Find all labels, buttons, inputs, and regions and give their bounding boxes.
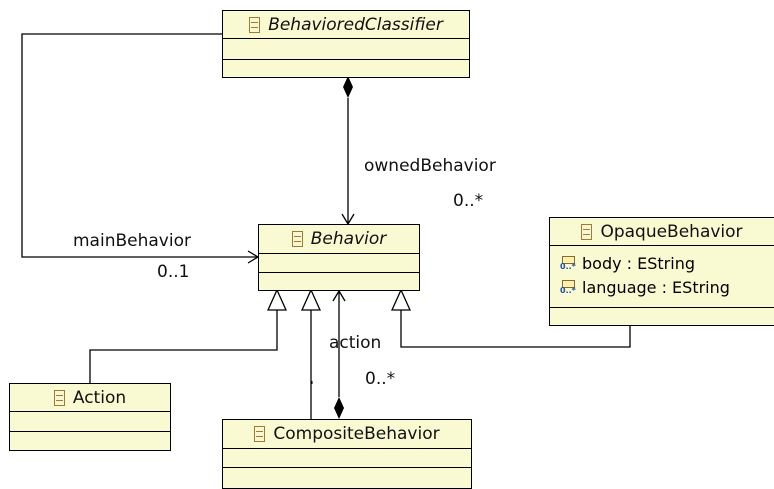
- class-icon: [291, 231, 303, 247]
- generalization-triangle: [266, 288, 288, 311]
- class-behavior[interactable]: Behavior: [258, 224, 420, 291]
- attributes-compartment: [223, 39, 469, 60]
- generalization-triangle: [300, 288, 322, 311]
- attribute-body[interactable]: 0..* body : EString: [550, 251, 774, 275]
- class-opaque-behavior[interactable]: OpaqueBehavior 0..* body : EString 0..* …: [549, 217, 774, 326]
- class-icon: [254, 426, 266, 442]
- attribute-label: body : EString: [582, 253, 695, 273]
- action-generalization[interactable]: [89, 288, 288, 383]
- owned-behavior-multiplicity: 0..*: [453, 191, 484, 211]
- operations-compartment: [223, 60, 469, 79]
- generalization-triangle: [390, 288, 412, 311]
- attribute-label: language : EString: [582, 277, 730, 297]
- attributes-compartment: [10, 412, 170, 432]
- attributes-compartment: [259, 254, 419, 273]
- navigation-arrowhead: [332, 289, 346, 302]
- composition-diamond: [343, 76, 353, 98]
- class-behaviored-classifier[interactable]: BehavioredClassifier: [222, 10, 470, 78]
- class-name: OpaqueBehavior: [600, 221, 743, 242]
- class-icon: [53, 389, 65, 406]
- attribute-icon: 0..*: [560, 279, 578, 295]
- class-name: Behavior: [310, 229, 387, 249]
- class-action[interactable]: Action: [9, 383, 171, 451]
- owned-behavior-role-label: ownedBehavior: [364, 156, 496, 176]
- attribute-language[interactable]: 0..* language : EString: [550, 275, 774, 299]
- class-name: Action: [72, 387, 127, 408]
- class-icon: [249, 16, 261, 33]
- operations-compartment: [550, 308, 774, 326]
- operations-compartment: [10, 432, 170, 452]
- main-behavior-multiplicity: 0..1: [157, 262, 190, 282]
- attributes-compartment: 0..* body : EString 0..* language : EStr…: [550, 246, 774, 308]
- operations-compartment: [259, 273, 419, 292]
- attribute-icon: 0..*: [560, 255, 578, 271]
- class-composite-behavior[interactable]: CompositeBehavior: [222, 419, 472, 489]
- composite-generalization[interactable]: [300, 288, 322, 419]
- attributes-compartment: [223, 449, 471, 468]
- opaque-generalization[interactable]: [390, 288, 631, 348]
- main-behavior-role-label: mainBehavior: [73, 231, 191, 251]
- action-multiplicity: 0..*: [365, 369, 396, 389]
- class-name: BehavioredClassifier: [268, 14, 443, 35]
- class-name: CompositeBehavior: [273, 424, 440, 444]
- action-role-label: action: [329, 333, 382, 353]
- class-icon: [581, 223, 593, 240]
- operations-compartment: [223, 468, 471, 488]
- owned-behavior-association[interactable]: [341, 76, 355, 226]
- action-association[interactable]: [332, 289, 346, 419]
- composition-diamond: [334, 397, 344, 419]
